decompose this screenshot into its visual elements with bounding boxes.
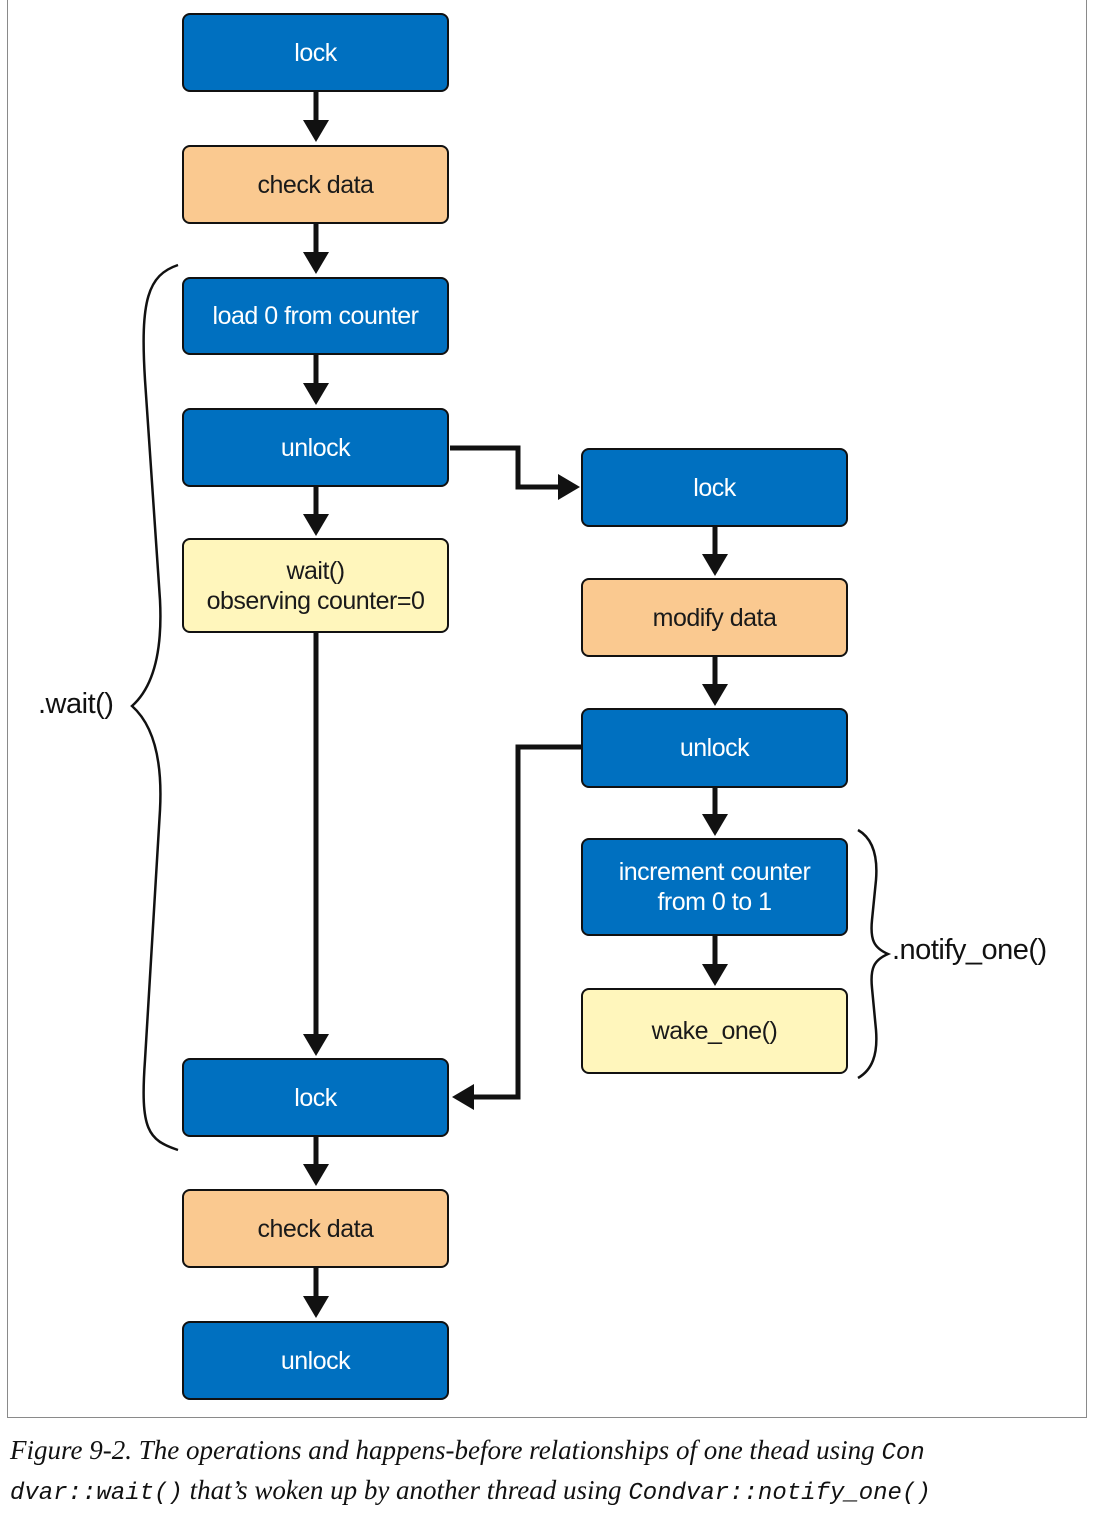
wait-brace-label: .wait() — [38, 688, 114, 720]
caption-prefix: Figure 9-2. The operations and happens-b… — [10, 1435, 882, 1465]
t2-lock-node: lock — [581, 448, 848, 527]
wait-observe-label: wait() observing counter=0 — [206, 556, 425, 615]
arrow-t2-unlock-to-lock — [472, 744, 582, 1100]
unlock-node: unlock — [182, 408, 449, 487]
t2-unlock-label: unlock — [679, 734, 750, 762]
figure-frame — [7, 0, 1087, 1418]
t2-modify-node: modify data — [581, 578, 848, 657]
caption-code-condvar-wait-a: Con — [881, 1440, 925, 1467]
t2-wake-label: wake_one() — [651, 1017, 778, 1045]
t2-unlock-node: unlock — [581, 708, 848, 788]
unlock-final-node: unlock — [182, 1321, 449, 1400]
check-data-again-label: check data — [257, 1214, 374, 1243]
t2-increment-node: increment counter from 0 to 1 — [581, 838, 848, 936]
connectors — [130, 92, 892, 1318]
lock-label: lock — [294, 38, 337, 67]
arrow-unlock-to-t2-lock — [450, 445, 560, 490]
check-data-node: check data — [182, 145, 449, 224]
load-counter-label: load 0 from counter — [212, 302, 419, 330]
notify-brace-label: .notify_one() — [892, 934, 1047, 966]
t2-increment-label: increment counter from 0 to 1 — [618, 858, 811, 916]
caption-middle: that’s woken up by another thread using — [182, 1475, 629, 1505]
caption-code-notify-one: Condvar::notify_one() — [628, 1480, 931, 1507]
lock-node: lock — [182, 13, 449, 92]
t2-lock-label: lock — [693, 473, 736, 502]
check-data-label: check data — [257, 170, 374, 199]
lock-again-node: lock — [182, 1058, 449, 1137]
unlock-final-label: unlock — [280, 1346, 351, 1375]
wait-observe-node: wait() observing counter=0 — [182, 538, 449, 633]
notify-brace — [857, 828, 892, 1080]
caption-code-condvar-wait-b: dvar::wait() — [10, 1480, 183, 1507]
t2-wake-node: wake_one() — [581, 988, 848, 1074]
lock-again-label: lock — [294, 1083, 337, 1112]
wait-brace — [130, 263, 179, 1152]
figure-caption: Figure 9-2. The operations and happens-b… — [10, 1432, 1095, 1512]
t2-modify-label: modify data — [652, 603, 777, 632]
unlock-label: unlock — [280, 433, 351, 462]
check-data-again-node: check data — [182, 1189, 449, 1268]
load-counter-node: load 0 from counter — [182, 277, 449, 355]
